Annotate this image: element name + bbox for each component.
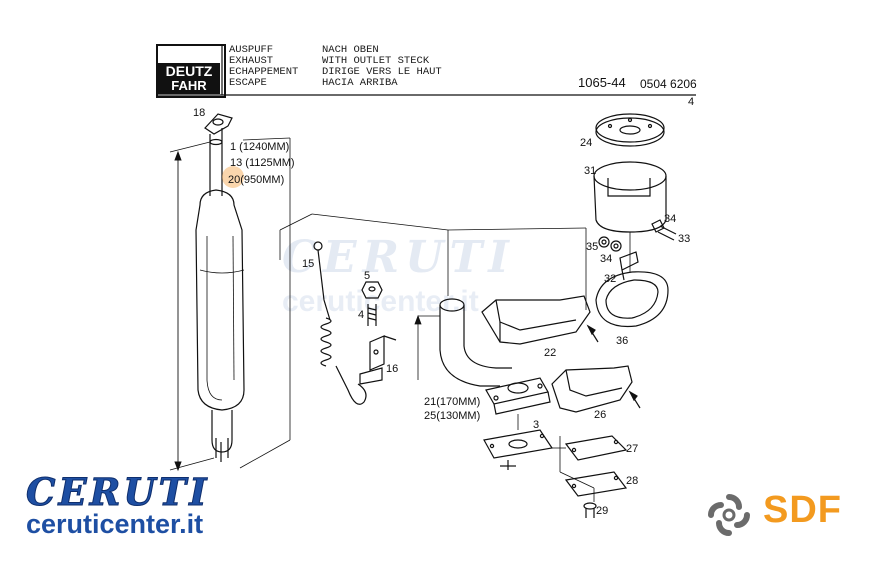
label-part-24: 24: [580, 137, 592, 149]
overall-length-dimension: [169, 141, 215, 472]
label-part-18: 18: [193, 107, 205, 119]
part-5-nut: [361, 281, 383, 299]
logo-line-1: DEUTZ: [158, 63, 220, 79]
header-title-column-1: AUSPUFF EXHAUST ECHAPPEMENT ESCAPE: [229, 45, 298, 89]
exhaust-pipe: [209, 138, 223, 196]
watermark-site: ceruticenter.it: [282, 285, 479, 318]
label-part-16: 16: [386, 363, 398, 375]
part-16-bracket: [359, 335, 397, 385]
label-part-27: 27: [626, 443, 638, 455]
part-34-washer: [610, 240, 622, 252]
label-part-3: 3: [533, 419, 539, 431]
part-4-stud: [367, 304, 377, 326]
part-18-rain-cap: [204, 113, 233, 142]
part-22-heat-shield: [481, 295, 599, 345]
subtitle-de: NACH OBEN: [322, 44, 379, 56]
label-part-28: 28: [626, 475, 638, 487]
reference-number: 1065-44: [578, 75, 626, 90]
label-part-34-upper: 34: [664, 213, 676, 225]
part-36-oval-gasket: [595, 271, 669, 328]
subtitle-es: HACIA ARRIBA: [322, 77, 398, 89]
label-part-35: 35: [586, 241, 598, 253]
part-26-heat-shield: [551, 365, 641, 413]
ceruticenter-link[interactable]: ceruticenter.it: [26, 509, 204, 539]
part-15-spring: [313, 241, 367, 405]
part-29-screw: [583, 502, 597, 518]
deutz-fahr-logo: DEUTZ FAHR: [156, 44, 226, 98]
part-27-plate: [564, 435, 628, 461]
part-33-bolt: [651, 219, 677, 241]
part-28-plate: [564, 471, 628, 497]
ceruti-logo: CERUTI: [26, 470, 210, 515]
label-part-36: 36: [616, 335, 628, 347]
label-part-21: 21(170MM): [424, 396, 480, 408]
header-title-column-2: NACH OBEN WITH OUTLET STECK DIRIGE VERS …: [322, 45, 442, 89]
part-35-washer: [598, 236, 610, 248]
reference-code: 0504 6206: [640, 77, 697, 91]
label-part-15: 15: [302, 258, 314, 270]
muffler: [195, 189, 245, 462]
label-part-20: 20(950MM): [228, 174, 284, 186]
elbow-length-dimension: [414, 314, 440, 380]
part-3-gasket: [483, 429, 554, 470]
part-32-clamp: [619, 251, 639, 281]
part-31-outlet-housing: [593, 161, 667, 233]
assembly-guide-lines: [239, 137, 449, 469]
subtitle-en: WITH OUTLET STECK: [322, 55, 430, 67]
title-de: AUSPUFF: [229, 44, 274, 56]
label-part-1: 1 (1240MM): [230, 141, 289, 153]
part-21-elbow-pipe: [439, 298, 551, 415]
shield-guide-lines: [447, 227, 631, 502]
label-part-31: 31: [584, 165, 596, 177]
part-20-highlight: [222, 166, 244, 188]
label-part-5: 5: [364, 270, 370, 282]
label-part-33: 33: [678, 233, 690, 245]
label-part-32: 32: [604, 273, 616, 285]
logo-line-2: FAHR: [158, 78, 220, 94]
title-fr: ECHAPPEMENT: [229, 66, 299, 78]
part-24-top-plate: [595, 113, 665, 147]
label-part-26: 26: [594, 409, 606, 421]
label-part-22: 22: [544, 347, 556, 359]
label-part-34-lower: 34: [600, 253, 612, 265]
label-part-4: 4: [358, 309, 364, 321]
watermark-wordmark: CERUTI: [282, 232, 515, 283]
sdf-logo-text: SDF: [763, 489, 842, 531]
label-part-29: 29: [596, 505, 608, 517]
title-en: EXHAUST: [229, 55, 274, 67]
sheet-number: 4: [688, 96, 695, 108]
subtitle-fr: DIRIGE VERS LE HAUT: [322, 66, 442, 78]
sdf-swirl-icon: [708, 494, 750, 536]
title-es: ESCAPE: [229, 77, 267, 89]
label-part-25: 25(130MM): [424, 410, 480, 422]
label-part-13: 13 (1125MM): [230, 157, 295, 169]
